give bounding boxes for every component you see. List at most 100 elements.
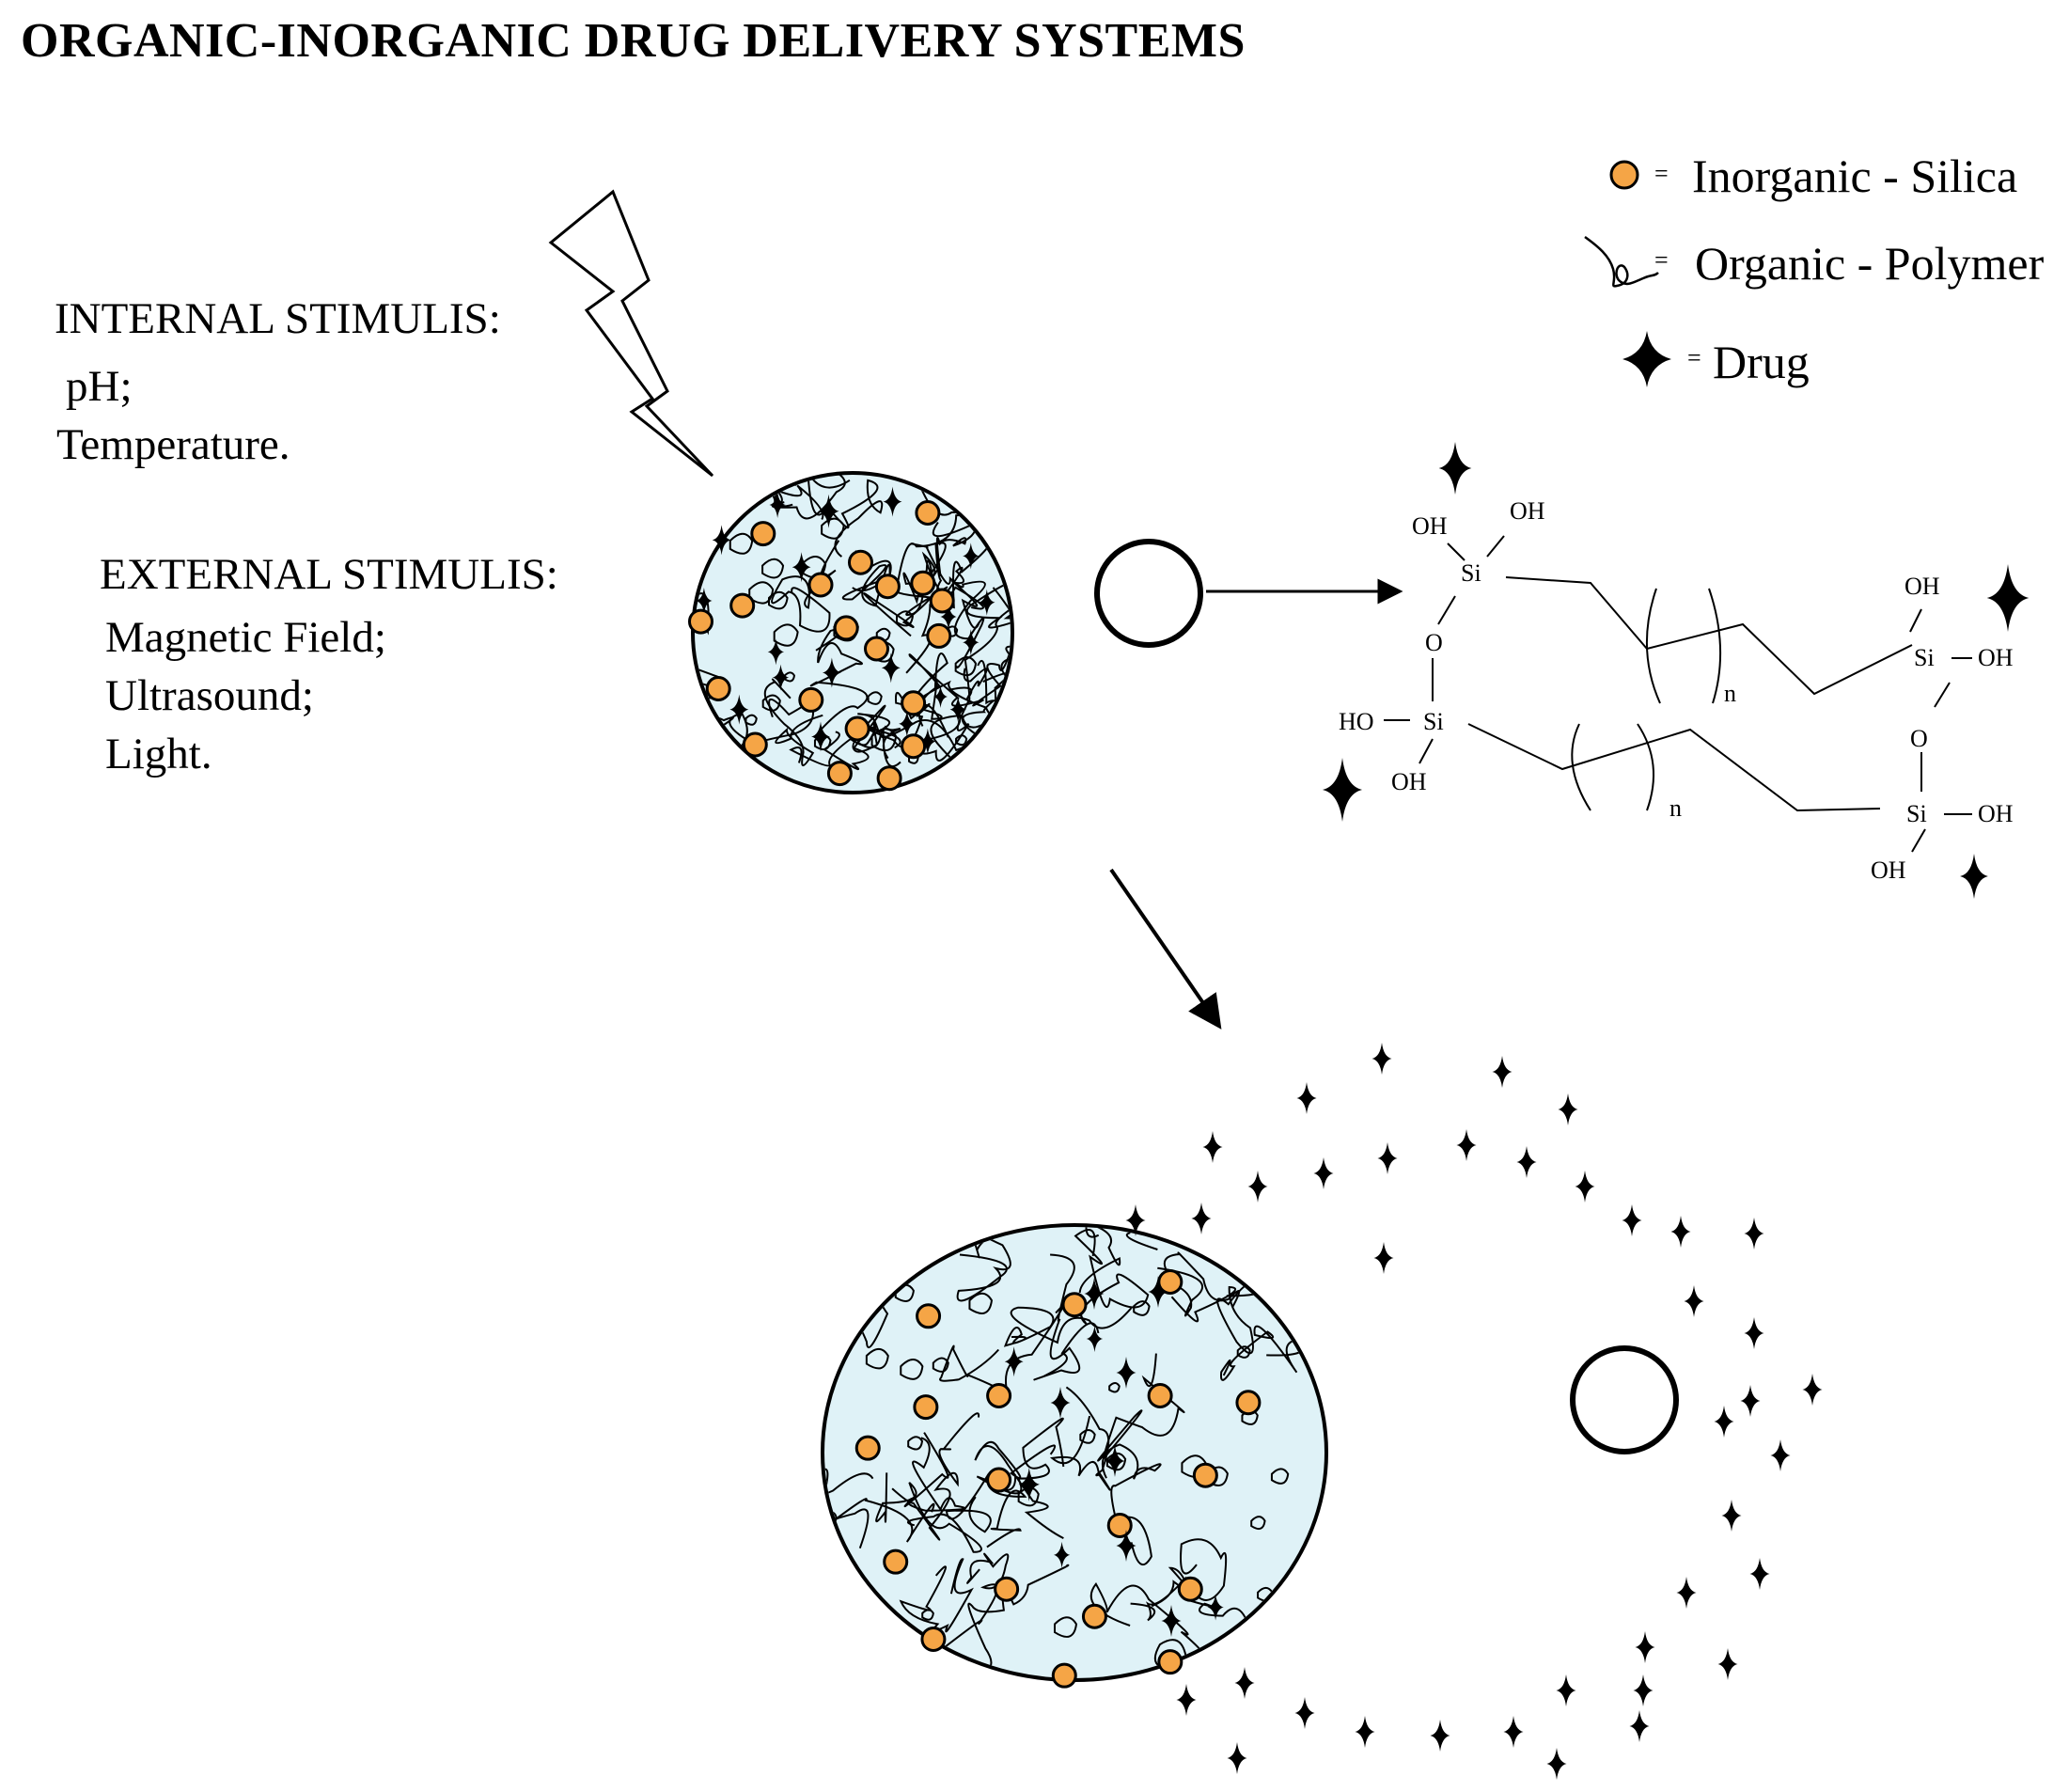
external-stimulus-ultrasound: Ultrasound; [105,671,314,720]
legend-silica-icon [1609,160,1639,190]
repeat-n: n [1724,680,1736,707]
drug-star-icon [1373,1242,1394,1274]
atom-ho: HO [1339,708,1374,735]
silica-particle [848,549,873,575]
drug-star-icon [1116,1357,1136,1389]
silica-particle [729,592,756,619]
drug-star-icon [933,685,948,708]
drug-star-icon [1086,1326,1104,1352]
drug-star-icon [1202,1131,1223,1163]
silica-particle [1061,1292,1088,1318]
silica-particle [798,686,824,713]
silica-particle [1051,1662,1077,1689]
silica-particle [874,574,901,600]
atom-oh: OH [1978,644,2014,671]
silica-particle [920,1626,947,1652]
atom-si: Si [1906,800,1927,827]
drug-star-icon [1355,1716,1375,1748]
silica-particle [854,1435,881,1461]
drug-star-icon [919,728,936,755]
external-stimulus-heading: EXTERNAL STIMULIS: [100,550,558,599]
silica-particle [807,572,834,598]
silica-particle [876,765,902,792]
legend-polymer-icon [1584,235,1659,288]
lightning-bolt-icon [548,189,714,478]
silica-particle [913,1394,939,1421]
drug-star-icon [1084,1278,1105,1310]
drug-star-icon [1176,1684,1197,1716]
atom-o: O [1425,629,1443,656]
drug-star-icon [1516,1146,1537,1178]
silica-particle [986,1383,1012,1408]
drug-star-icon [1050,1387,1071,1419]
drug-star-icon [712,525,731,556]
drug-star-icon [1770,1439,1791,1471]
chemical-labels: OH OH Si O HO Si OH n n OH Si OH O Si OH… [1339,497,2014,884]
silica-particle [994,1576,1020,1602]
drug-star-icon [949,696,966,723]
drug-star-icon [1294,1697,1315,1729]
drug-star-icon [1503,1716,1524,1748]
legend-polymer-equals: = [1654,246,1669,274]
silica-particle [901,690,927,716]
drug-star-icon [1377,1142,1398,1174]
silica-particle [1177,1576,1203,1602]
drug-star-icon [729,694,749,725]
drug-star-icon [1234,1667,1255,1699]
silica-particle [910,570,936,596]
hybrid-particle-loaded [688,471,1014,794]
atom-oh: OH [1978,800,2014,827]
legend-drug-label: Drug [1713,336,1810,388]
drug-star-icon [1744,1317,1764,1349]
drug-star-icon [1430,1720,1450,1752]
drug-star-icon [1629,1710,1650,1742]
repeat-n: n [1669,794,1682,822]
silica-particle [929,588,955,614]
atom-oh: OH [1391,768,1427,795]
drug-star-icon [1371,1043,1392,1075]
drug-star-icon [772,664,790,691]
legend-silica-label: Inorganic - Silica [1692,149,2018,202]
drug-star-icon [1676,1577,1697,1609]
drug-star-icon [881,652,901,684]
silica-particle [915,500,941,526]
silica-particle [1147,1383,1173,1408]
chemical-structure [1384,535,1972,853]
drug-star-icon [883,486,902,517]
silica-particle [1235,1390,1262,1416]
drug-star-icon [1740,1385,1761,1417]
zoom-circle [1094,539,1203,648]
legend-drug-equals: = [1687,344,1701,371]
drug-star-icon [1191,1203,1212,1234]
drug-star-icon [1438,442,1472,495]
silica-particle [883,1548,909,1575]
external-stimulus-magnetic-field: Magnetic Field; [105,613,386,662]
atom-oh: OH [1412,512,1448,540]
drug-star-icon [1207,1594,1224,1621]
silica-particle [901,733,927,760]
drug-star-icon [1053,1541,1071,1568]
page-title: ORGANIC-INORGANIC DRUG DELIVERY SYSTEMS [21,14,1246,68]
drug-star-icon [1018,1467,1040,1501]
drug-star-icon [818,494,839,528]
drug-star-icon [811,721,830,752]
drug-star-icon [1004,1346,1024,1377]
legend-polymer-label: Organic - Polymer [1695,237,2045,290]
atom-o: O [1910,725,1928,752]
atom-oh: OH [1510,497,1545,525]
drug-star-icon [1556,1674,1576,1706]
atom-si: Si [1423,708,1444,735]
drug-star-icon [1635,1631,1655,1663]
drug-star-icon [1148,1276,1168,1308]
silica-particle [926,622,952,649]
drug-star-icon [1313,1157,1334,1189]
drug-star-icon [1296,1082,1317,1114]
drug-star-icon [792,552,811,583]
silica-particle [1157,1649,1183,1675]
silica-particle [864,636,889,662]
drug-star-icon [1546,1748,1567,1780]
external-stimulus-light: Light. [105,730,212,778]
drug-star-icon [963,542,980,570]
